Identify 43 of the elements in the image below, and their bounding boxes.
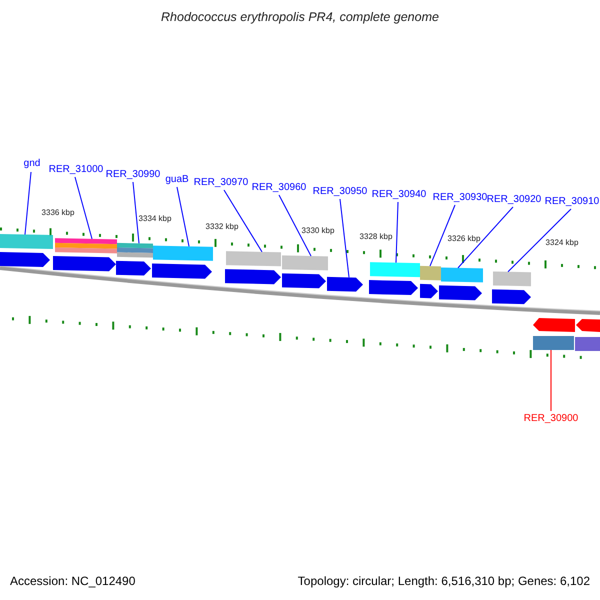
leader-line bbox=[430, 204, 456, 267]
gene-label: RER_30910 bbox=[544, 196, 600, 207]
leader-line bbox=[340, 198, 350, 278]
leader-line bbox=[396, 202, 398, 264]
gene-label: RER_30970 bbox=[194, 177, 248, 188]
gene-feature bbox=[420, 266, 441, 298]
scale-label: 3332 kbp bbox=[206, 222, 238, 231]
gene-feature bbox=[282, 255, 328, 288]
summary-text: Topology: circular; Length: 6,516,310 bp; Genes: 6,102 bbox=[298, 574, 590, 588]
accession-text: Accession: NC_012490 bbox=[10, 574, 136, 588]
gene-label: RER_30940 bbox=[372, 189, 426, 200]
leader-line bbox=[176, 186, 190, 247]
gene-feature bbox=[225, 251, 281, 284]
scale-label: 3334 kbp bbox=[138, 214, 172, 223]
gene-feature bbox=[439, 268, 483, 300]
gene-label: RER_30990 bbox=[106, 169, 160, 180]
gene-label: RER_30960 bbox=[252, 182, 306, 193]
scale-label: 3326 kbp bbox=[448, 234, 480, 243]
gene-feature bbox=[533, 318, 575, 350]
gene-label: RER_30920 bbox=[486, 194, 542, 205]
gene-label: gnd bbox=[24, 158, 40, 169]
scale-label: 3330 kbp bbox=[302, 226, 334, 235]
scale-label: 3328 kbp bbox=[360, 232, 392, 241]
gene-label: RER_30930 bbox=[432, 192, 488, 203]
scale-label: 3324 kbp bbox=[546, 238, 578, 247]
gene-label: guaB bbox=[165, 174, 189, 185]
gene-feature bbox=[53, 238, 117, 272]
leader-line bbox=[224, 190, 262, 252]
gene-feature bbox=[327, 276, 363, 292]
gene-label: RER_31000 bbox=[48, 164, 104, 175]
leader-line bbox=[550, 350, 552, 412]
gene-feature bbox=[0, 234, 53, 267]
scale-label: 3336 kbp bbox=[42, 208, 74, 217]
gene-feature bbox=[369, 262, 420, 296]
leader-line bbox=[278, 194, 312, 256]
gene-label: RER_30950 bbox=[312, 186, 368, 197]
leader-line bbox=[74, 176, 92, 240]
gene-feature bbox=[152, 246, 213, 279]
leader-line bbox=[132, 182, 140, 244]
title: Rhodococcus erythropolis PR4, complete genome bbox=[160, 10, 440, 24]
gene-label: RER_30900 bbox=[524, 413, 578, 424]
gene-feature bbox=[116, 242, 153, 276]
gene-feature bbox=[492, 271, 531, 304]
